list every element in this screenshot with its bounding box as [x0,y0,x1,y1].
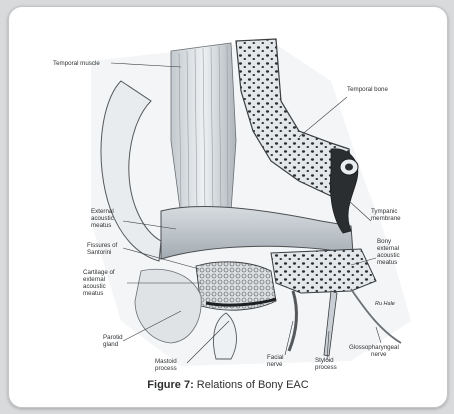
label-facial-1: Facial [267,354,284,361]
figure-caption: Figure 7: Relations of Bony EAC [9,379,447,391]
label-styloid-2: process [315,364,337,371]
label-glosso-2: nerve [371,351,387,358]
label-cartilage-4: meatus [83,290,103,297]
caption-text: Relations of Bony EAC [194,379,309,391]
bony-meatus-shape [271,249,376,293]
label-parotid-2: gland [103,341,119,348]
label-mastoid-2: process [155,365,177,372]
label-external-meatus-2: acoustic [91,215,114,222]
label-bony-1: Bony [377,238,392,245]
label-styloid-1: Styloid [315,357,334,364]
label-cartilage-2: external [83,276,105,283]
label-tympanic-1: Tympanic [371,208,397,215]
label-bony-2: external [377,245,399,252]
label-bony-4: meatus [377,259,397,266]
label-facial-2: nerve [267,361,283,368]
label-cartilage-3: acoustic [83,283,106,290]
label-tympanic-2: membrane [371,215,401,222]
label-fissures-2: Santorini [87,249,111,256]
label-temporal-bone: Temporal bone [347,86,388,93]
label-external-meatus-1: External [91,208,114,215]
label-bony-3: acoustic [377,252,400,259]
label-fissures-1: Fissures of [87,242,118,249]
label-mastoid-1: Mastoid [155,358,177,365]
ear-anatomy-illustration: Temporal muscle Temporal bone External a… [31,21,423,373]
caption-number: Figure 7: [147,379,193,391]
artist-signature: Ru Hale [375,301,395,307]
label-cartilage-1: Cartilage of [83,269,115,276]
label-external-meatus-3: meatus [91,222,111,229]
label-glosso-1: Glossopharyngeal [349,344,399,351]
ear-anatomy-svg: Temporal muscle Temporal bone External a… [31,21,423,373]
label-temporal-muscle: Temporal muscle [53,60,100,67]
figure-frame: Temporal muscle Temporal bone External a… [8,6,448,408]
label-parotid-1: Parotid [103,334,123,341]
